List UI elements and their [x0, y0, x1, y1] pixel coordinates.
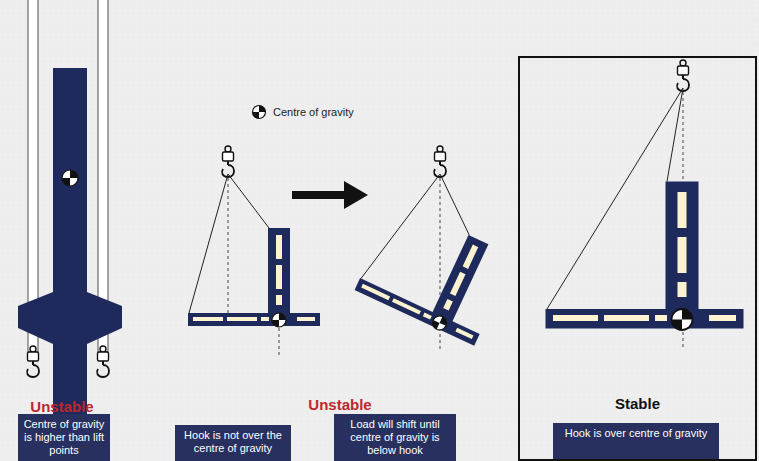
- sling: [228, 174, 269, 228]
- panel-heading: Stable: [615, 395, 660, 412]
- t-shaped-load: [546, 182, 744, 331]
- legend-text: Centre of gravity: [273, 106, 354, 118]
- status-heading: Unstable: [30, 398, 93, 415]
- stable-panel: StableHook is over centre of gravity: [518, 56, 757, 461]
- crane-hook: [27, 346, 39, 377]
- centre-of-gravity-symbol: [62, 170, 78, 186]
- centre-of-gravity-symbol: [430, 314, 449, 333]
- shift-arrow: [292, 181, 368, 209]
- centre-of-gravity-symbol: [272, 313, 286, 327]
- legend-symbol: [251, 104, 267, 120]
- crane-hook: [434, 146, 446, 177]
- crane-hook: [222, 146, 234, 177]
- sling: [667, 88, 683, 182]
- plumb-line: [279, 328, 280, 356]
- crane-hook: [97, 346, 109, 377]
- caption-box: Centre of gravity is higher than lift po…: [18, 414, 110, 461]
- centre-of-gravity-symbol: [253, 106, 266, 119]
- caption-text: Centre of gravity is higher than lift po…: [23, 418, 105, 457]
- caption-box: Hook is over centre of gravity: [553, 423, 719, 459]
- caption-text: Load will shift until centre of gravity …: [339, 418, 451, 457]
- sling: [189, 174, 228, 313]
- caption-box: Load will shift until centre of gravity …: [334, 414, 456, 461]
- sling: [361, 174, 440, 279]
- caption-text: Hook is over centre of gravity: [558, 427, 714, 440]
- legend-item: Centre of gravity: [251, 104, 354, 120]
- t-shaped-load: [354, 201, 515, 347]
- column-load: [18, 68, 122, 418]
- crane-hook: [677, 60, 689, 91]
- caption-text: Hook is not over the centre of gravity: [180, 429, 286, 455]
- sling: [547, 88, 683, 309]
- caption-box: Hook is not over the centre of gravity: [175, 425, 291, 461]
- centre-of-gravity-symbol: [672, 309, 693, 330]
- t-shaped-load: [188, 228, 320, 327]
- status-heading: Unstable: [308, 396, 371, 413]
- sling: [440, 174, 469, 235]
- plumb-line: [228, 178, 229, 322]
